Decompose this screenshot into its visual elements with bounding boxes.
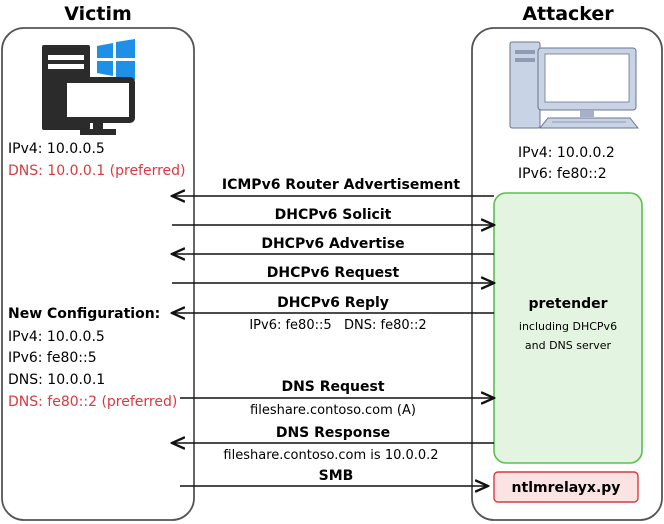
- attacker-box: [471, 27, 663, 521]
- windows-server-icon: [42, 39, 135, 135]
- msg-dhcpv6-request: DHCPv6 Request: [267, 265, 400, 281]
- victim-dns-preferred: DNS: 10.0.0.1 (preferred): [8, 163, 186, 179]
- msg-dhcpv6-advertise: DHCPv6 Advertise: [261, 236, 404, 252]
- new-config-ipv4: IPv4: 10.0.0.5: [8, 329, 105, 345]
- msg-dhcpv6-reply: DHCPv6 Reply: [277, 295, 389, 311]
- pretender-box: [493, 192, 643, 464]
- new-config-ipv6: IPv6: fe80::5: [8, 350, 97, 366]
- attacker-ipv4: IPv4: 10.0.0.2: [518, 145, 615, 161]
- msg-router-advertisement: ICMPv6 Router Advertisement: [222, 177, 460, 193]
- msg-dns-request: DNS Request: [281, 379, 384, 395]
- monitor-icon: [61, 77, 135, 135]
- attacker-ipv6: IPv6: fe80::2: [518, 166, 607, 182]
- msg-dns-response-detail: fileshare.contoso.com is 10.0.0.2: [223, 448, 438, 463]
- msg-dns-request-detail: fileshare.contoso.com (A): [250, 403, 416, 418]
- attacker-computer-icon: [509, 41, 640, 129]
- msg-smb: SMB: [319, 468, 354, 484]
- ntlmrelayx-label: ntlmrelayx.py: [512, 480, 621, 496]
- new-config-dns: DNS: 10.0.0.1: [8, 372, 105, 388]
- ntlmrelayx-box: [493, 471, 639, 503]
- pretender-title: pretender: [529, 296, 608, 312]
- pretender-line2: and DNS server: [525, 339, 612, 352]
- victim-title: Victim: [64, 3, 132, 25]
- victim-ipv4: IPv4: 10.0.0.5: [8, 141, 105, 157]
- victim-box: [1, 27, 195, 521]
- msg-dhcpv6-reply-detail: IPv6: fe80::5 DNS: fe80::2: [249, 318, 426, 333]
- attacker-title: Attacker: [522, 3, 614, 25]
- msg-dhcpv6-solicit: DHCPv6 Solicit: [275, 207, 392, 223]
- windows-logo-icon: [97, 39, 135, 80]
- pretender-line1: including DHCPv6: [519, 320, 617, 333]
- msg-dns-response: DNS Response: [276, 425, 390, 441]
- new-config-heading: New Configuration:: [8, 306, 160, 322]
- new-config-dns-preferred: DNS: fe80::2 (preferred): [8, 394, 177, 410]
